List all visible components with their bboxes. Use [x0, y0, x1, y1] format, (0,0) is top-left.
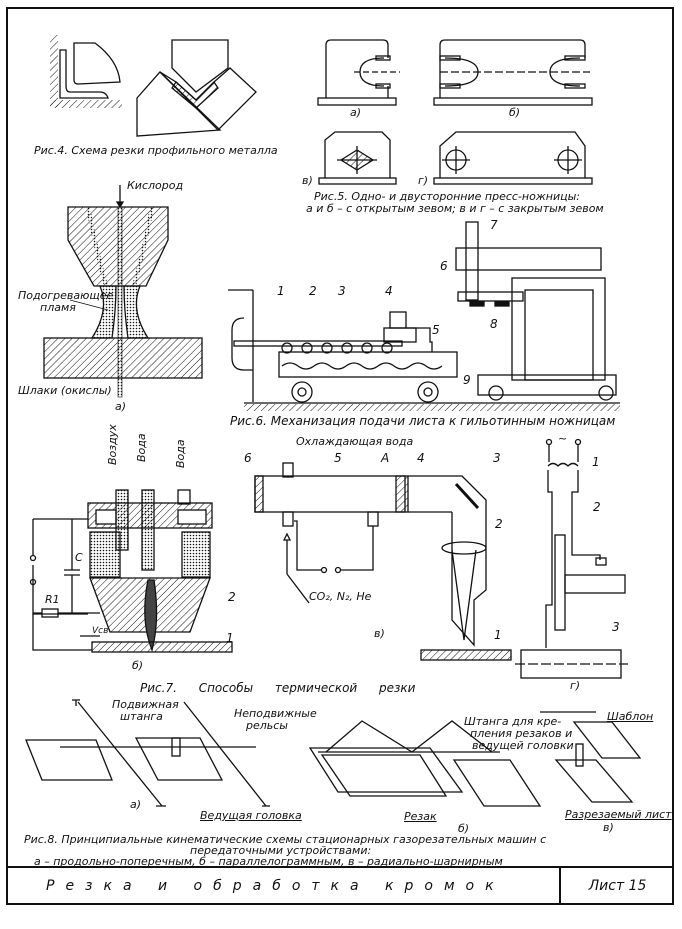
fig5-caption-line2: а и б – с открытым зевом; в и г – с закр…: [306, 202, 604, 215]
fig7a-flame-label-line1: Подогревающее: [18, 289, 114, 302]
fig7a-flame-label-line2: пламя: [40, 301, 76, 314]
fig8-caption-line3: а – продольно-поперечным, б – параллелог…: [34, 855, 503, 868]
fig7b-water-in-label: Вода: [135, 433, 148, 462]
fig8a-movable-bar-label-line2: штанга: [120, 710, 163, 723]
fig4-caption: Рис.4. Схема резки профильного металла: [34, 144, 278, 157]
fig7a-oxygen-label: Кислород: [127, 179, 184, 192]
fig4-profile-cutting-diagram: [50, 35, 257, 137]
fig7b-label-2: 2: [228, 590, 236, 604]
fig7v-cooling-water-label: Охлаждающая вода: [296, 435, 414, 448]
fig8v-cut-sheet-label: Разрезаемый лист: [565, 808, 672, 821]
fig6-label-6: 6: [440, 259, 448, 273]
fig7v-label-1: 1: [494, 628, 502, 642]
fig7v-laser-diagram: [254, 462, 512, 661]
fig7v-label-A: A: [381, 451, 390, 465]
fig5-sublabel-b: б): [509, 106, 521, 119]
fig6-label-7: 7: [490, 218, 498, 232]
fig7b-plasma-torch-diagram: [29, 489, 233, 653]
fig7b-capacitor-label: C: [75, 551, 83, 564]
fig7v-sublabel: в): [374, 627, 385, 640]
fig6-label-8: 8: [490, 317, 498, 331]
fig8b-bar-label-line1: Штанга для кре-: [464, 715, 562, 728]
fig7v-label-5: 5: [334, 451, 342, 465]
fig6-label-1: 1: [277, 284, 285, 298]
fig5-sublabel-v: в): [302, 174, 313, 187]
fig8v-template-label: Шаблон: [607, 710, 654, 723]
fig7g-electric-contact-diagram: [515, 438, 628, 679]
fig7g-ac-symbol: ~: [558, 432, 568, 445]
fig8v-sublabel: в): [603, 821, 614, 834]
fig8a-sublabel: а): [130, 798, 142, 811]
fig6-caption: Рис.6. Механизация подачи листа к гильот…: [230, 414, 616, 428]
fig8a-fixed-rails-label-line2: рельсы: [246, 719, 288, 732]
fig5-sublabel-a: а): [350, 106, 362, 119]
fig8-caption-line2: передаточными устройствами:: [190, 844, 372, 857]
fig6-rollers: [281, 342, 393, 354]
fig7-caption: Рис.7. Способы термической резки: [140, 681, 416, 695]
fig7v-label-2: 2: [495, 517, 503, 531]
fig7g-sublabel: г): [570, 679, 581, 692]
fig7g-label-3: 3: [612, 620, 620, 634]
fig8b-cutter-label: Резак: [404, 810, 437, 823]
fig7g-label-2: 2: [593, 500, 601, 514]
drawing-sheet-border: [6, 7, 674, 905]
fig7v-label-3: 3: [493, 451, 501, 465]
fig8-kinematic-schemes-diagram: [25, 699, 642, 807]
fig8b-bar-label-line3: ведущей головки: [472, 739, 574, 752]
fig7v-label-4: 4: [417, 451, 425, 465]
fig7b-air-label: Воздух: [106, 424, 119, 465]
fig7b-resistor-label: R1: [45, 593, 60, 606]
sheet-title: Резка и обработка кромок: [46, 878, 505, 894]
fig8a-fixed-rails-label-line1: Неподвижные: [234, 707, 317, 720]
fig8-caption-line1: Рис.8. Принципиальные кинематические схе…: [24, 833, 547, 846]
fig7g-label-1: 1: [592, 455, 600, 469]
title-block: Резка и обработка кромок Лист 15: [6, 866, 674, 905]
fig7a-oxygen-cutting-diagram: [43, 185, 203, 398]
sheet-number: Лист 15: [559, 868, 674, 905]
fig7a-slag-label: Шлаки (окислы): [18, 384, 112, 397]
fig5-press-shears-diagram: [317, 39, 593, 185]
fig7a-sublabel: а): [115, 400, 127, 413]
fig8b-sublabel: б): [458, 822, 470, 835]
fig5-sublabel-g: г): [418, 174, 429, 187]
fig5-caption-line1: Рис.5. Одно- и двусторонние пресс-ножниц…: [314, 190, 580, 203]
fig8b-bar-label-line2: пления резаков и: [470, 727, 573, 740]
fig7v-gas-label: CO₂, N₂, He: [309, 590, 372, 603]
fig8a-leading-head-label: Ведущая головка: [200, 809, 302, 822]
fig6-label-3: 3: [338, 284, 346, 298]
fig6-label-9: 9: [463, 373, 471, 387]
fig8a-movable-bar-label-line1: Подвижная: [112, 698, 179, 711]
fig7b-speed-label: Vсв: [92, 626, 109, 636]
fig6-label-5: 5: [432, 323, 440, 337]
fig6-label-4: 4: [385, 284, 393, 298]
fig6-sheet-feed-diagram: [228, 221, 620, 411]
fig7b-sublabel: б): [132, 659, 144, 672]
fig6-label-2: 2: [309, 284, 317, 298]
fig7v-label-6: 6: [244, 451, 252, 465]
fig7b-water-out-label: Вода: [174, 439, 187, 468]
fig7b-label-1: 1: [226, 631, 234, 645]
